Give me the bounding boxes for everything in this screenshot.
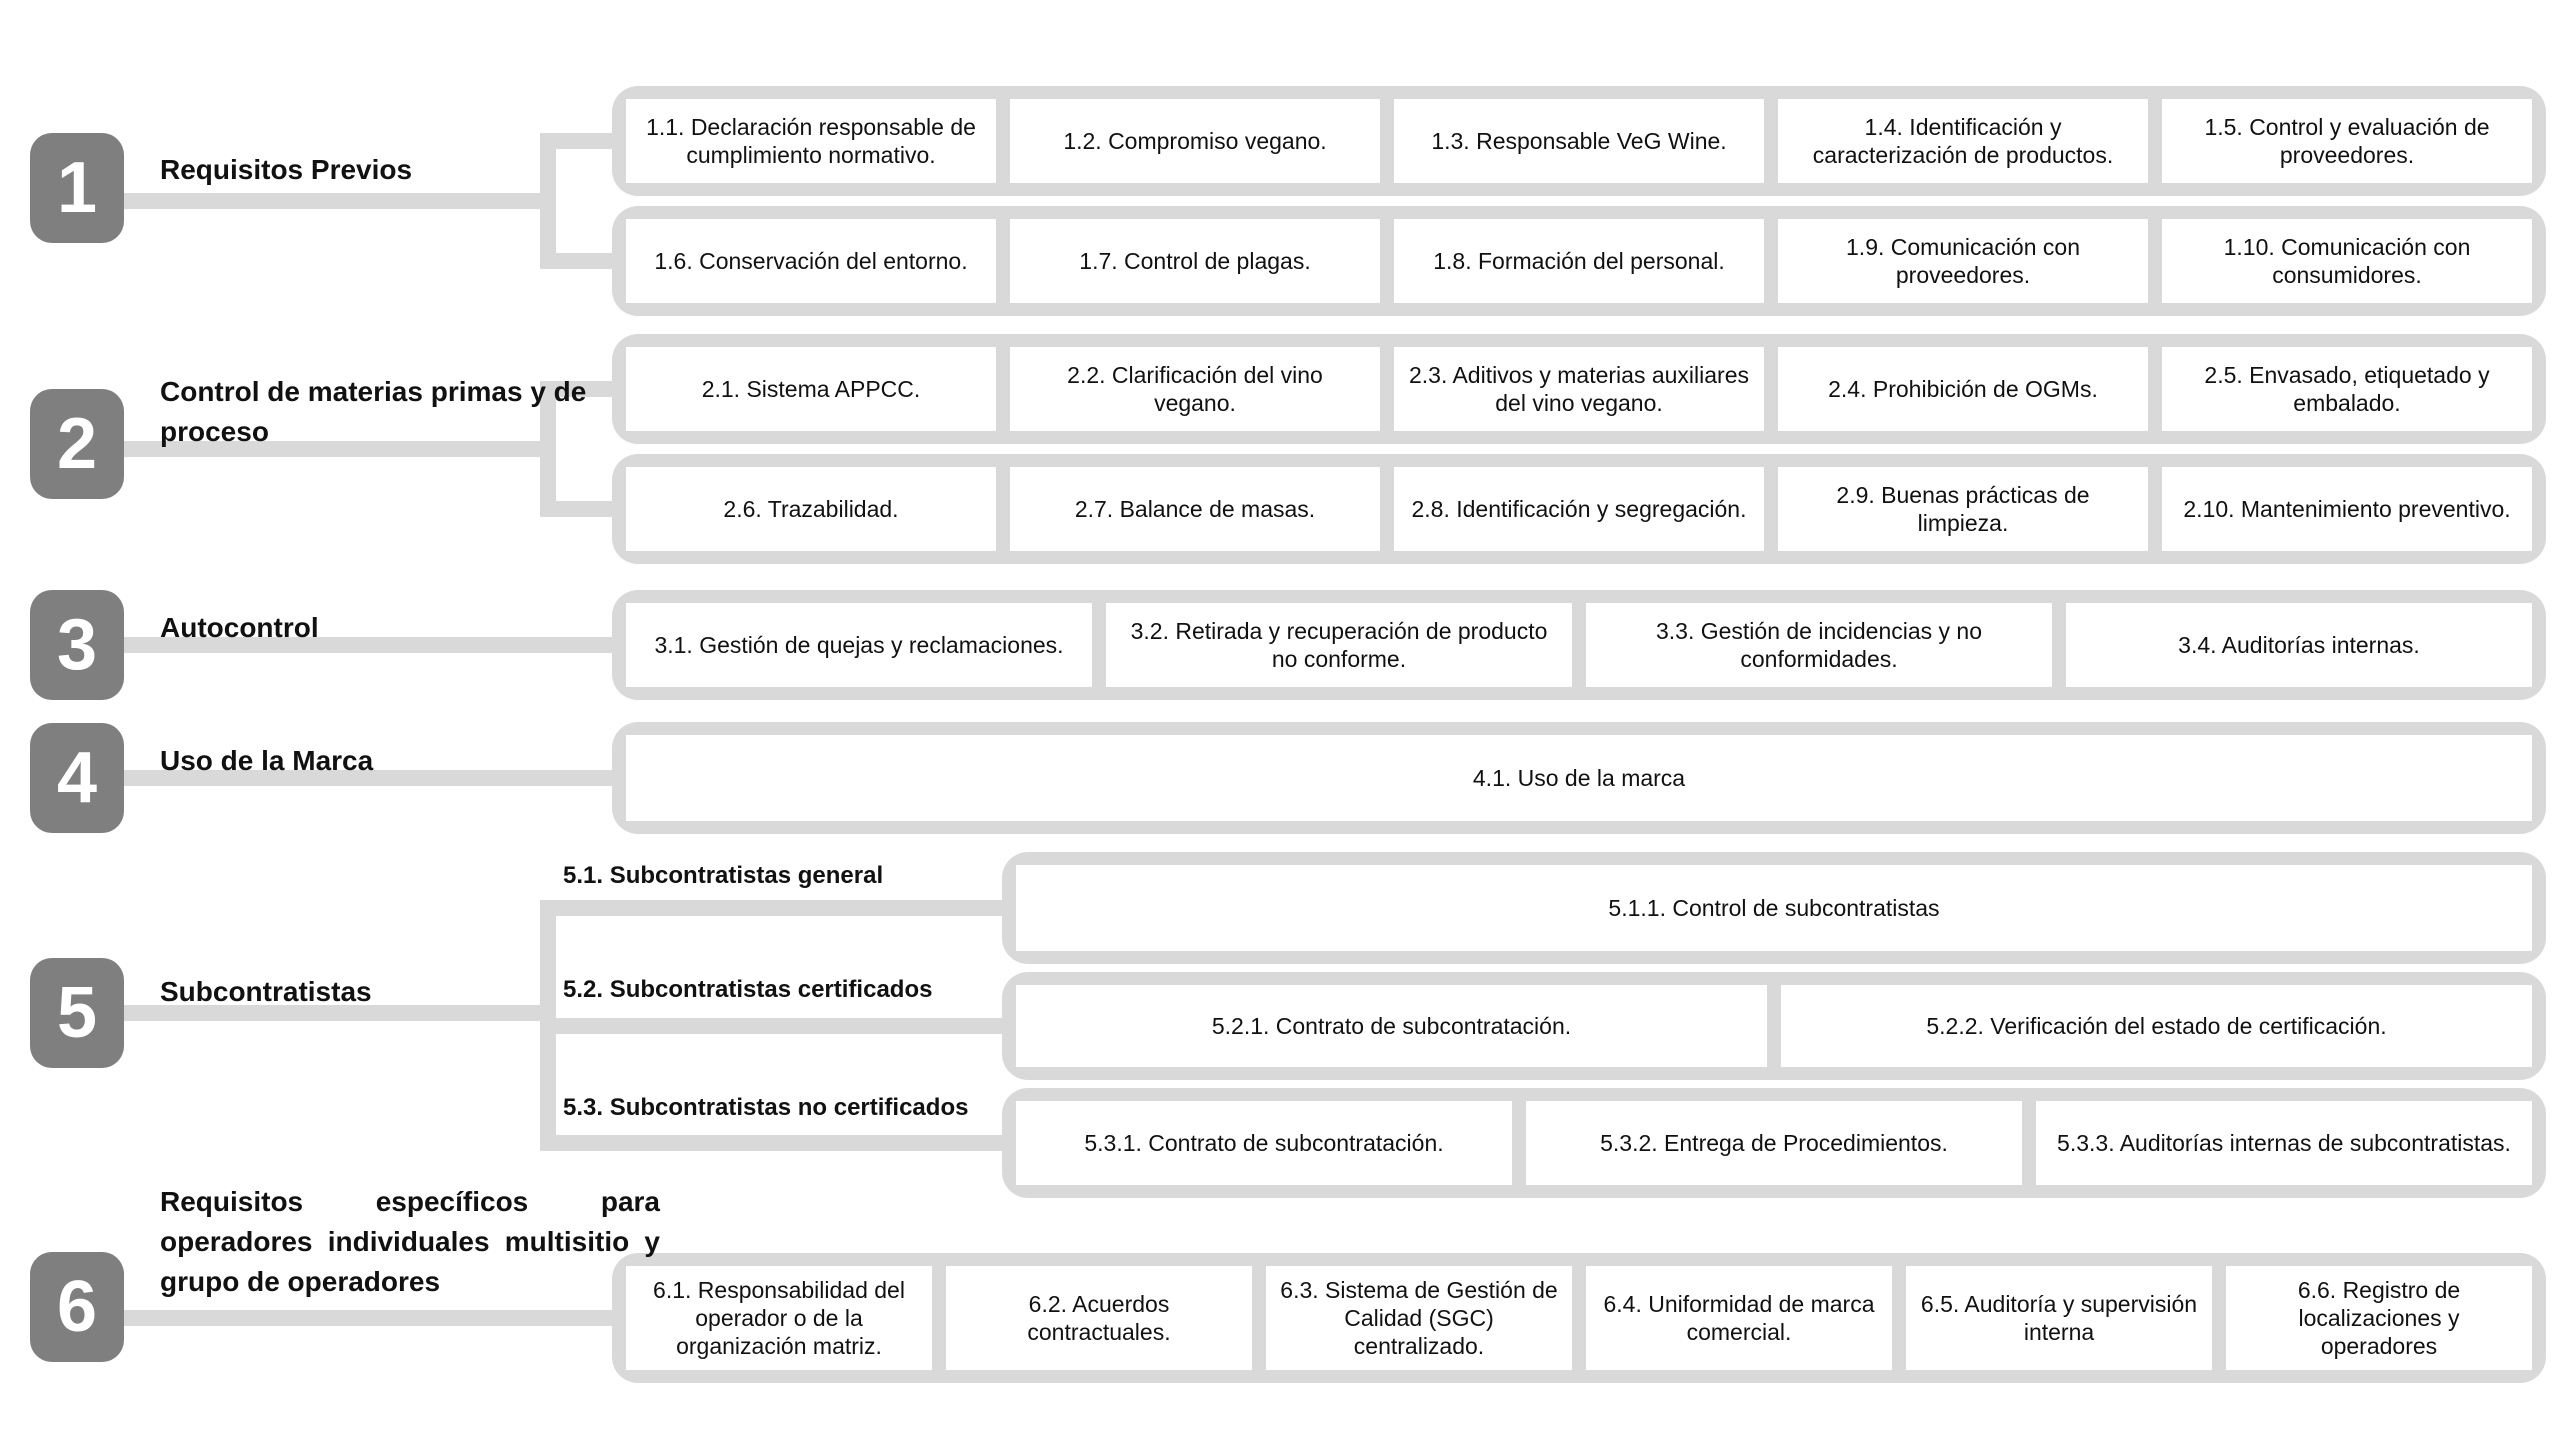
section-1-row-1-tray: 1.1. Declaración responsable de cumplimi… — [612, 86, 2546, 196]
diagram-box-6-4: 6.4. Uniformidad de marca comercial. — [1586, 1266, 1892, 1370]
connector-s4-main — [124, 770, 612, 786]
diagram-box-2-2: 2.2. Clarificación del vino vegano. — [1010, 347, 1380, 431]
diagram-box-1-4: 1.4. Identificación y caracterización de… — [1778, 99, 2148, 183]
connector-s2-spine — [540, 381, 556, 517]
diagram-box-2-1: 2.1. Sistema APPCC. — [626, 347, 996, 431]
section-2-label: Control de materias primas y de proceso — [160, 376, 587, 447]
section-6-number-badge: 6 — [30, 1252, 124, 1362]
section-6-label: Requisitos específicos para operadores i… — [160, 1186, 660, 1297]
diagram-box-1-10: 1.10. Comunicación con consumidores. — [2162, 219, 2532, 303]
connector-s5-stub-sub2 — [556, 1018, 1002, 1034]
diagram-box-6-6: 6.6. Registro de localizaciones y operad… — [2226, 1266, 2532, 1370]
diagram-box-2-6: 2.6. Trazabilidad. — [626, 467, 996, 551]
section-4-number-badge: 4 — [30, 723, 124, 833]
subsection-5-1-label: 5.1. Subcontratistas general — [563, 862, 884, 889]
diagram-box-2-9: 2.9. Buenas prácticas de limpieza. — [1778, 467, 2148, 551]
section-4-label: Uso de la Marca — [160, 745, 374, 776]
diagram-box-1-8: 1.8. Formación del personal. — [1394, 219, 1764, 303]
diagram-box-6-2: 6.2. Acuerdos contractuales. — [946, 1266, 1252, 1370]
diagram-box-5-3-3: 5.3.3. Auditorías internas de subcontrat… — [2036, 1101, 2532, 1185]
diagram-box-5-3-2: 5.3.2. Entrega de Procedimientos. — [1526, 1101, 2022, 1185]
diagram-box-1-3: 1.3. Responsable VeG Wine. — [1394, 99, 1764, 183]
connector-s5-stub-sub3 — [556, 1135, 1002, 1151]
section-3-row-tray: 3.1. Gestión de quejas y reclamaciones. … — [612, 590, 2546, 700]
diagram-box-3-3: 3.3. Gestión de incidencias y no conform… — [1586, 603, 2052, 687]
diagram-box-5-1-1: 5.1.1. Control de subcontratistas — [1016, 865, 2532, 951]
diagram-box-6-5: 6.5. Auditoría y supervisión interna — [1906, 1266, 2212, 1370]
subsection-5-2-label: 5.2. Subcontratistas certificados — [563, 976, 933, 1003]
diagram-box-1-9: 1.9. Comunicación con proveedores. — [1778, 219, 2148, 303]
diagram-box-5-2-2: 5.2.2. Verificación del estado de certif… — [1781, 985, 2532, 1067]
section-6-row-tray: 6.1. Responsabilidad del operador o de l… — [612, 1253, 2546, 1383]
diagram-box-4-1: 4.1. Uso de la marca — [626, 735, 2532, 821]
connector-s5-stub-sub1 — [556, 900, 1002, 916]
diagram-box-2-8: 2.8. Identificación y segregación. — [1394, 467, 1764, 551]
subsection-5-2-tray: 5.2.1. Contrato de subcontratación. 5.2.… — [1002, 972, 2546, 1080]
section-5-number-badge: 5 — [30, 958, 124, 1068]
connector-s1-main — [124, 193, 556, 209]
diagram-box-1-6: 1.6. Conservación del entorno. — [626, 219, 996, 303]
connector-s2-stub-row2 — [556, 501, 612, 517]
section-2-row-2-tray: 2.6. Trazabilidad. 2.7. Balance de masas… — [612, 454, 2546, 564]
diagram-box-3-4: 3.4. Auditorías internas. — [2066, 603, 2532, 687]
subsection-5-1-tray: 5.1.1. Control de subcontratistas — [1002, 852, 2546, 964]
connector-s2-main — [124, 441, 556, 457]
diagram-box-6-3: 6.3. Sistema de Gestión de Calidad (SGC)… — [1266, 1266, 1572, 1370]
subsection-5-3-label: 5.3. Subcontratistas no certificados — [563, 1094, 969, 1121]
connector-s3-main — [124, 637, 612, 653]
connector-s5-main — [124, 1005, 556, 1021]
connector-s1-stub-row1 — [556, 133, 612, 149]
diagram-box-1-2: 1.2. Compromiso vegano. — [1010, 99, 1380, 183]
section-3-label: Autocontrol — [160, 612, 319, 643]
connector-s5-spine — [540, 900, 556, 1151]
diagram-box-6-1: 6.1. Responsabilidad del operador o de l… — [626, 1266, 932, 1370]
connector-s1-spine — [540, 133, 556, 269]
section-2-row-1-tray: 2.1. Sistema APPCC. 2.2. Clarificación d… — [612, 334, 2546, 444]
diagram-box-3-1: 3.1. Gestión de quejas y reclamaciones. — [626, 603, 1092, 687]
section-4-row-tray: 4.1. Uso de la marca — [612, 722, 2546, 834]
diagram-box-2-3: 2.3. Aditivos y materias auxiliares del … — [1394, 347, 1764, 431]
section-2-number-badge: 2 — [30, 389, 124, 499]
section-3-number-badge: 3 — [30, 590, 124, 700]
diagram-box-1-1: 1.1. Declaración responsable de cumplimi… — [626, 99, 996, 183]
section-1-label: Requisitos Previos — [160, 154, 413, 185]
diagram-box-2-5: 2.5. Envasado, etiquetado y embalado. — [2162, 347, 2532, 431]
section-1-row-2-tray: 1.6. Conservación del entorno. 1.7. Cont… — [612, 206, 2546, 316]
connector-s2-stub-row1 — [556, 381, 612, 397]
connector-s6-main — [124, 1310, 612, 1326]
section-1-number-badge: 1 — [30, 133, 124, 243]
section-5-label: Subcontratistas — [160, 976, 372, 1007]
diagram-box-2-10: 2.10. Mantenimiento preventivo. — [2162, 467, 2532, 551]
diagram-box-1-5: 1.5. Control y evaluación de proveedores… — [2162, 99, 2532, 183]
diagram-box-1-7: 1.7. Control de plagas. — [1010, 219, 1380, 303]
connector-s1-stub-row2 — [556, 253, 612, 269]
diagram-box-5-2-1: 5.2.1. Contrato de subcontratación. — [1016, 985, 1767, 1067]
subsection-5-3-tray: 5.3.1. Contrato de subcontratación. 5.3.… — [1002, 1088, 2546, 1198]
diagram-box-3-2: 3.2. Retirada y recuperación de producto… — [1106, 603, 1572, 687]
diagram-box-2-4: 2.4. Prohibición de OGMs. — [1778, 347, 2148, 431]
diagram-box-2-7: 2.7. Balance de masas. — [1010, 467, 1380, 551]
diagram-box-5-3-1: 5.3.1. Contrato de subcontratación. — [1016, 1101, 1512, 1185]
